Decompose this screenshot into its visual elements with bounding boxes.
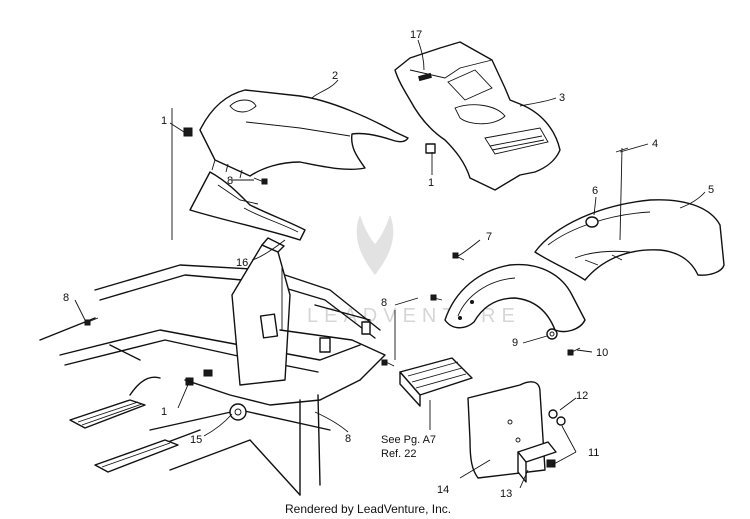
watermark-text: LEADVENTURE [307, 305, 521, 327]
callout-labels: 2 17 3 4 5 6 1 1 8 16 8 7 8 9 10 1 15 8 … [63, 29, 714, 500]
callout-8-hood: 8 [227, 175, 233, 187]
part-16-lower-panel [189, 171, 306, 241]
callout-8-bottom: 8 [345, 433, 351, 445]
callout-8-right: 8 [381, 297, 387, 309]
part-5-rear-fender [534, 199, 725, 281]
footrest-ref-22 [399, 357, 473, 407]
note-line-1: See Pg. A7 [381, 434, 436, 446]
note-line-2: Ref. 22 [381, 448, 416, 460]
part-13-bracket [517, 441, 557, 483]
callout-7: 7 [486, 231, 492, 243]
callout-1-top: 1 [161, 115, 167, 127]
callout-4: 4 [652, 138, 658, 150]
callout-9: 9 [512, 337, 518, 349]
callout-11: 11 [588, 447, 599, 459]
callout-15: 15 [190, 434, 202, 446]
callout-12: 12 [576, 390, 588, 402]
callout-13: 13 [500, 488, 512, 500]
callout-5: 5 [708, 184, 714, 196]
callout-8-left: 8 [63, 292, 69, 304]
part-3-rear-panel [394, 41, 561, 191]
fasteners [84, 177, 581, 468]
part-1-retainers [183, 127, 436, 386]
part-2-front-hood [199, 89, 409, 179]
front-fender [444, 263, 586, 333]
callout-16: 16 [236, 257, 248, 269]
callout-2: 2 [332, 70, 338, 82]
part-4-rod [615, 147, 629, 241]
chassis-frame [39, 237, 386, 496]
leader-lines [74, 39, 706, 489]
callout-3: 3 [559, 92, 565, 104]
footer-credit: Rendered by LeadVenture, Inc. [285, 502, 451, 516]
reference-note: See Pg. A7 Ref. 22 [381, 434, 436, 460]
callout-1-right: 1 [428, 177, 434, 189]
callout-14: 14 [437, 484, 449, 496]
callout-17: 17 [410, 29, 422, 41]
callout-10: 10 [596, 347, 608, 359]
callout-1-bottom: 1 [161, 406, 167, 418]
callout-6: 6 [592, 185, 598, 197]
part-14-mud-plate [467, 381, 546, 479]
